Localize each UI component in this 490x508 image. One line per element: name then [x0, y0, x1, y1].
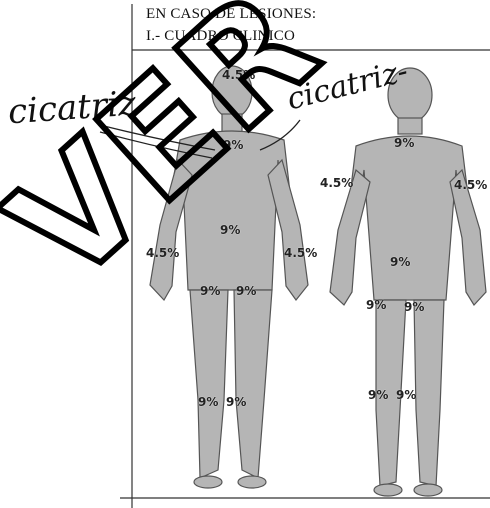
back-upper-percent: 9%	[394, 136, 414, 150]
form-section-heading: EN CASO DE LESIONES:	[146, 6, 316, 23]
back-right-thigh-percent: 9%	[404, 300, 424, 314]
back-left-thigh-percent: 9%	[366, 298, 386, 312]
front-right-thigh-percent: 9%	[236, 284, 256, 298]
back-left-leg-percent: 9%	[368, 388, 388, 402]
front-left-arm-percent: 4.5%	[146, 246, 179, 260]
front-right-arm-percent: 4.5%	[284, 246, 317, 260]
front-left-thigh-percent: 9%	[200, 284, 220, 298]
back-left-arm-percent: 4.5%	[320, 176, 353, 190]
form-subsection-heading: I.- CUADRO CLINICO	[146, 28, 295, 45]
back-lower-percent: 9%	[390, 255, 410, 269]
front-body-figure	[150, 66, 308, 488]
front-right-leg-percent: 9%	[226, 395, 246, 409]
front-chest-percent: 9%	[223, 138, 243, 152]
back-right-arm-percent: 4.5%	[454, 178, 487, 192]
front-head-percent: 4.5%	[222, 68, 255, 82]
front-left-leg-percent: 9%	[198, 395, 218, 409]
back-right-leg-percent: 9%	[396, 388, 416, 402]
front-abdomen-percent: 9%	[220, 223, 240, 237]
back-body-figure	[330, 68, 486, 496]
